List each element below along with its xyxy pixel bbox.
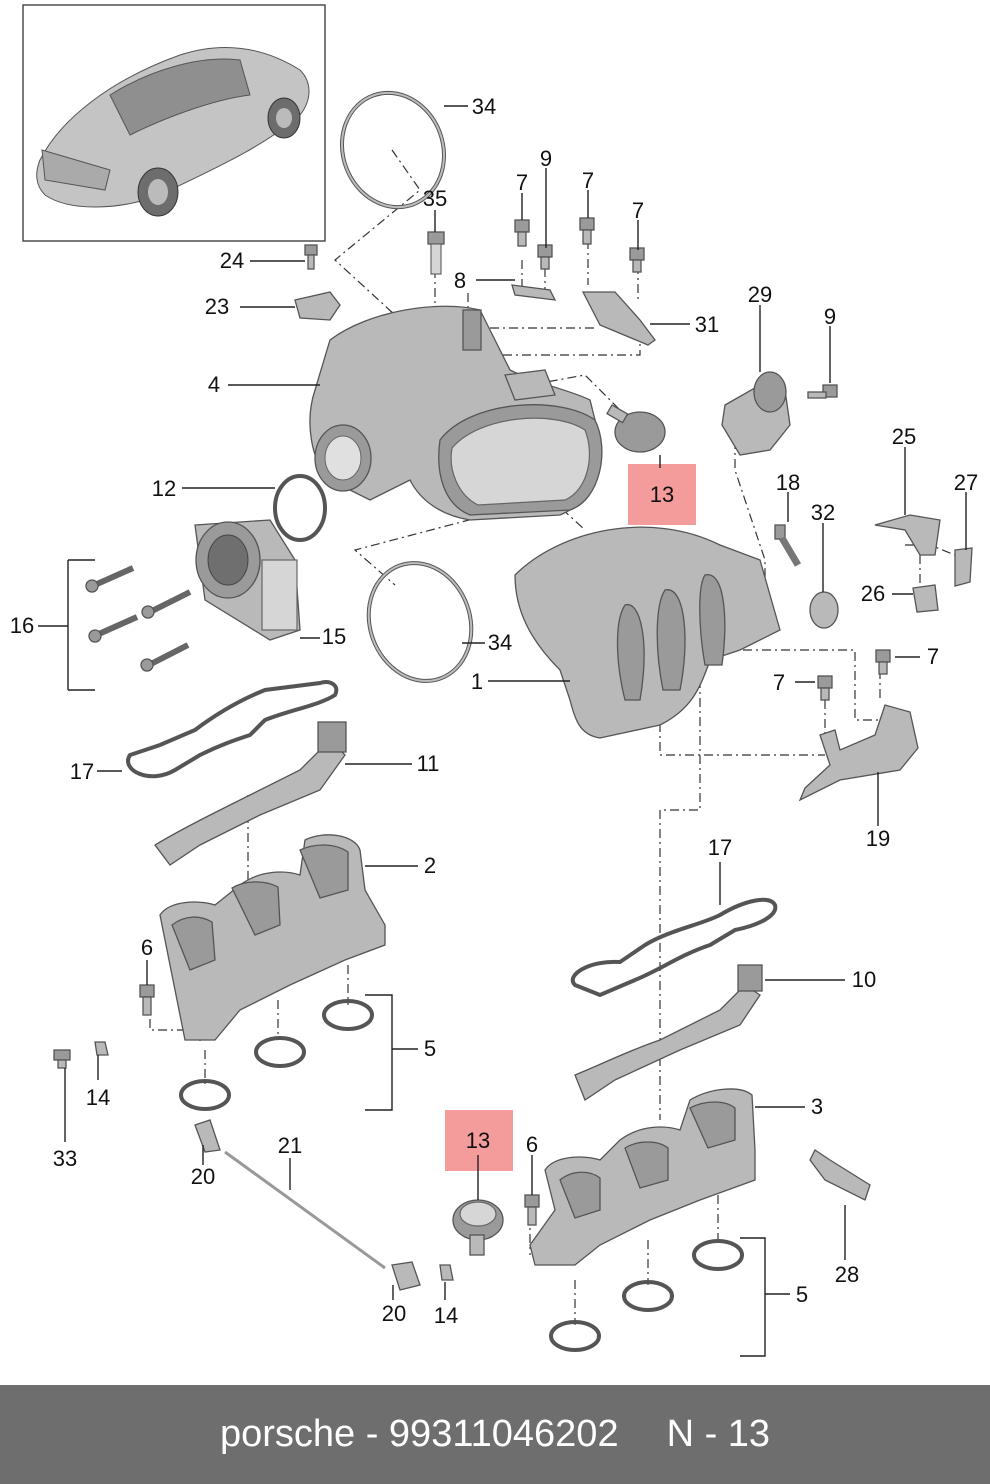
small-parts-lower (53, 984, 871, 1291)
callout-13-upper: 13 (650, 482, 674, 507)
callout-8: 8 (454, 268, 466, 293)
callout-25: 25 (892, 424, 916, 449)
gasket-part-17-left (126, 680, 339, 779)
gasket-part-12 (273, 474, 327, 542)
diagram-reference: N - 13 (666, 1413, 771, 1455)
callout-4: 4 (208, 372, 220, 397)
part-number: 99311046202 (388, 1413, 619, 1455)
callout-16: 16 (10, 613, 34, 638)
callout-35: 35 (423, 186, 447, 211)
callout-20-right: 20 (382, 1301, 406, 1326)
callout-12: 12 (152, 476, 176, 501)
callout-13-lower: 13 (466, 1128, 490, 1153)
small-parts (294, 217, 973, 701)
callout-29: 29 (748, 282, 772, 307)
callout-31: 31 (695, 312, 719, 337)
callout-7-b: 7 (582, 168, 594, 193)
callout-32: 32 (811, 500, 835, 525)
intake-manifold-part-1 (514, 526, 781, 739)
callout-26: 26 (861, 581, 885, 606)
highlight-box-lower (445, 1110, 513, 1171)
injector-rail-part-11 (154, 721, 347, 866)
separator: - (355, 1413, 389, 1455)
leader-lines (38, 105, 967, 1357)
valve-part-29 (721, 371, 791, 456)
callout-15: 15 (322, 624, 346, 649)
callout-17-right: 17 (708, 835, 732, 860)
callout-3: 3 (811, 1094, 823, 1119)
brand-name: porsche (219, 1413, 356, 1455)
car-thumbnail (22, 4, 326, 242)
callout-6-right: 6 (526, 1132, 538, 1157)
callout-5-left: 5 (424, 1036, 436, 1061)
callout-7-e: 7 (773, 670, 785, 695)
callout-34-lower: 34 (488, 630, 512, 655)
callout-7-a: 7 (516, 170, 528, 195)
parts-diagram: 34 9 7 7 7 35 24 8 23 29 9 31 4 25 12 13… (10, 4, 978, 1357)
callout-19: 19 (866, 826, 890, 851)
gasket-part-17-right (570, 897, 778, 998)
callout-1: 1 (471, 669, 483, 694)
callout-20-left: 20 (191, 1164, 215, 1189)
bracket-part-19 (798, 704, 919, 802)
lower-manifold-part-2 (159, 834, 386, 1041)
callout-2: 2 (424, 853, 436, 878)
callout-10: 10 (852, 967, 876, 992)
callout-18: 18 (776, 470, 800, 495)
callout-21: 21 (278, 1133, 302, 1158)
lower-manifold-part-3 (529, 1088, 756, 1266)
air-housing-part-4 (309, 305, 603, 521)
gaskets-part-5-left (179, 999, 374, 1111)
callout-9-right: 9 (824, 304, 836, 329)
injector-rail-part-10 (574, 964, 763, 1101)
callout-7-d: 7 (927, 644, 939, 669)
callout-14-right: 14 (434, 1303, 458, 1328)
callout-28: 28 (835, 1262, 859, 1287)
footer-bar: porsche - 99311046202 N - 13 (0, 1385, 990, 1484)
valve-part-13-upper (606, 404, 666, 453)
callout-numbers: 34 9 7 7 7 35 24 8 23 29 9 31 4 25 12 13… (10, 94, 978, 1328)
callout-24: 24 (220, 248, 244, 273)
valve-part-13-lower (452, 1199, 504, 1256)
callout-27: 27 (954, 470, 978, 495)
throttle-body-part-15 (194, 519, 301, 641)
callout-17-left: 17 (70, 759, 94, 784)
callout-11: 11 (417, 751, 440, 776)
footer-caption: porsche - 99311046202 N - 13 (0, 1385, 990, 1484)
callout-5-right: 5 (796, 1282, 808, 1307)
callout-23: 23 (205, 294, 229, 319)
gaskets-part-5-right (549, 1239, 744, 1352)
callout-33: 33 (53, 1146, 77, 1171)
callout-7-c: 7 (632, 198, 644, 223)
bolts-part-16 (85, 565, 192, 672)
callout-14-left: 14 (86, 1085, 110, 1110)
callout-6-left: 6 (141, 935, 153, 960)
gasket-34-upper (339, 90, 447, 210)
gasket-34-lower (366, 561, 474, 683)
callout-9-top: 9 (540, 146, 552, 171)
highlight-box-upper (628, 464, 696, 525)
callout-34-upper: 34 (472, 94, 496, 119)
